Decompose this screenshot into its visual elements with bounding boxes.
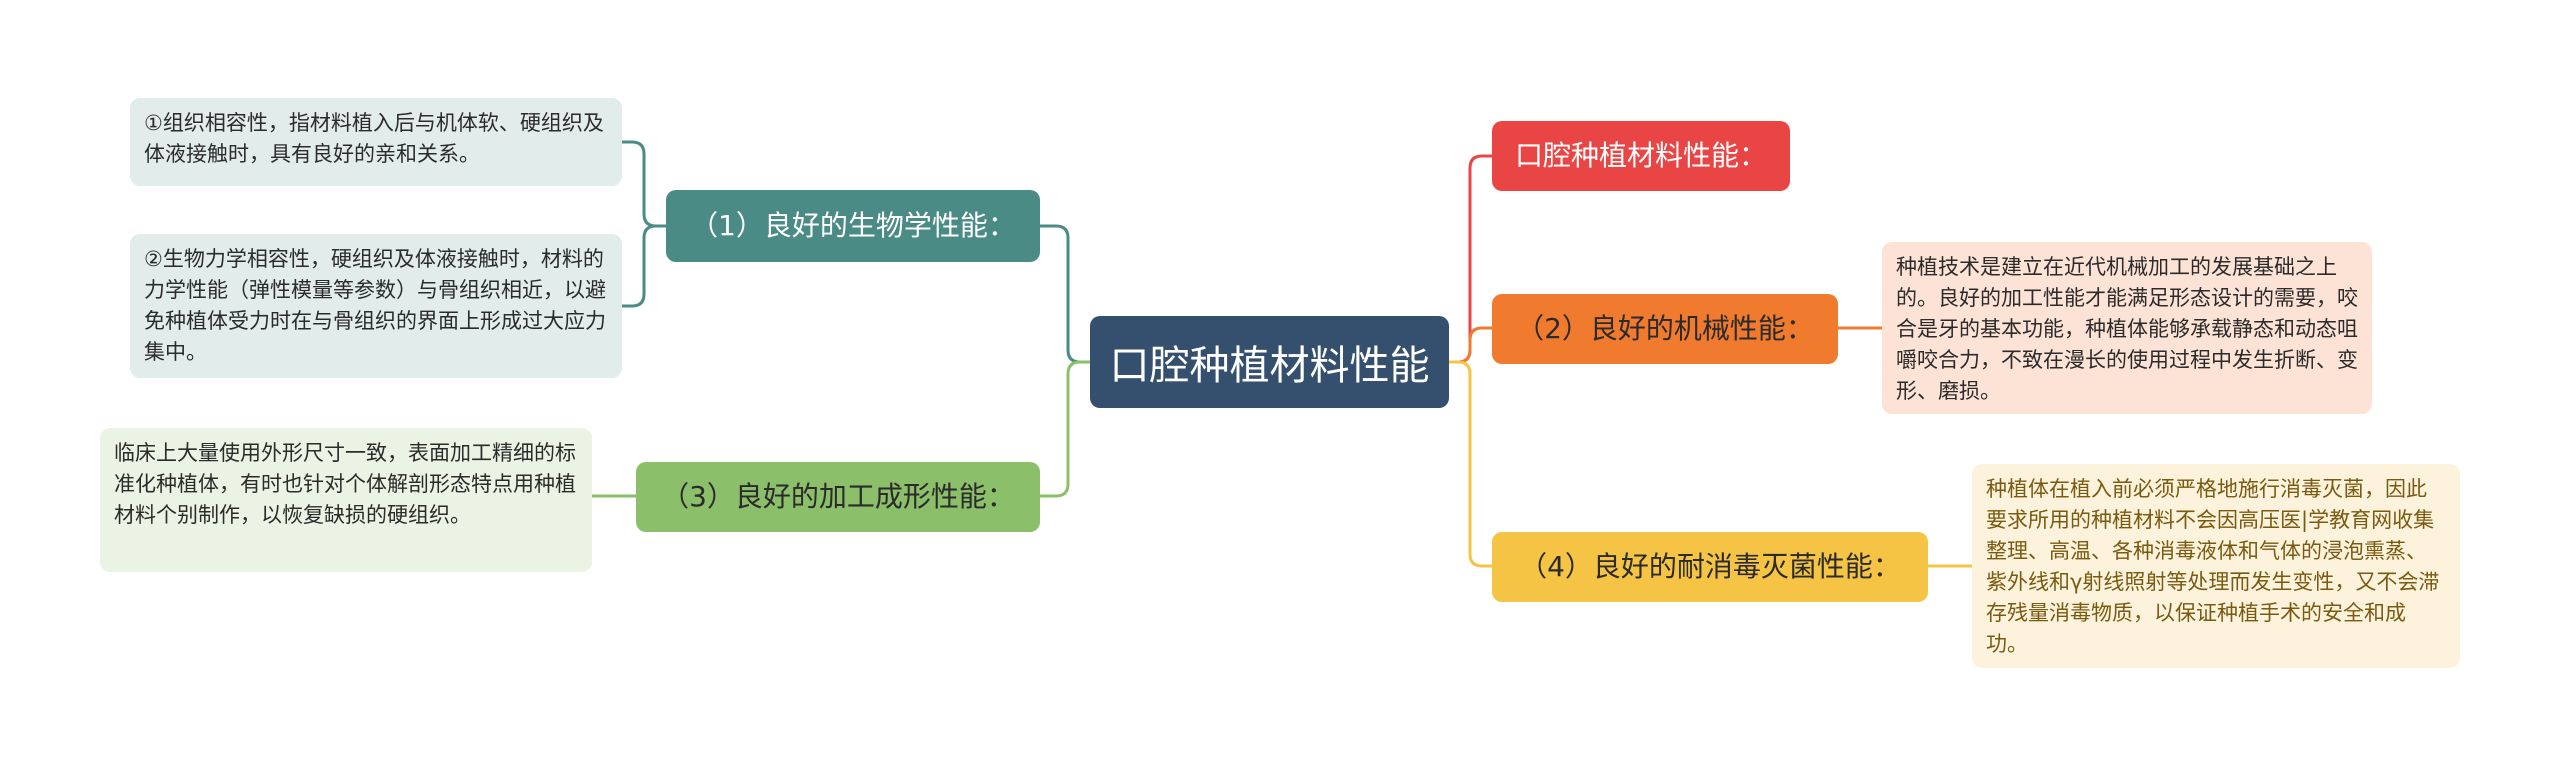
note-biomechanical-compatibility: ②生物力学相容性，硬组织及体液接触时，材料的力学性能（弹性模量等参数）与骨组织相… — [130, 234, 622, 378]
branch-material-performance[interactable]: 口腔种植材料性能： — [1492, 121, 1790, 191]
note-tissue-compatibility: ①组织相容性，指材料植入后与机体软、硬组织及体液接触时，具有良好的亲和关系。 — [130, 98, 622, 186]
branch-sterilization-performance[interactable]: （4）良好的耐消毒灭菌性能： — [1492, 532, 1928, 602]
link-center-r0 — [1449, 154, 1492, 364]
link-b1-note2 — [622, 224, 666, 308]
branch-mechanical-performance[interactable]: （2）良好的机械性能： — [1492, 294, 1838, 364]
link-center-b1 — [1040, 224, 1090, 364]
link-center-b4 — [1449, 360, 1492, 568]
link-center-b3 — [1040, 360, 1090, 498]
note-standardized-implants: 临床上大量使用外形尺寸一致，表面加工精细的标准化种植体，有时也针对个体解剖形态特… — [100, 428, 592, 572]
note-mechanical-basis: 种植技术是建立在近代机械加工的发展基础之上的。良好的加工性能才能满足形态设计的需… — [1882, 242, 2372, 414]
link-b1-note1 — [622, 140, 666, 228]
note-sterilization-requirements: 种植体在植入前必须严格地施行消毒灭菌，因此要求所用的种植材料不会因高压医|学教育… — [1972, 464, 2460, 668]
branch-biological-performance[interactable]: （1）良好的生物学性能： — [666, 190, 1040, 262]
central-topic[interactable]: 口腔种植材料性能 — [1090, 316, 1449, 408]
branch-processing-performance[interactable]: （3）良好的加工成形性能： — [636, 462, 1040, 532]
link-center-b2 — [1449, 326, 1492, 364]
